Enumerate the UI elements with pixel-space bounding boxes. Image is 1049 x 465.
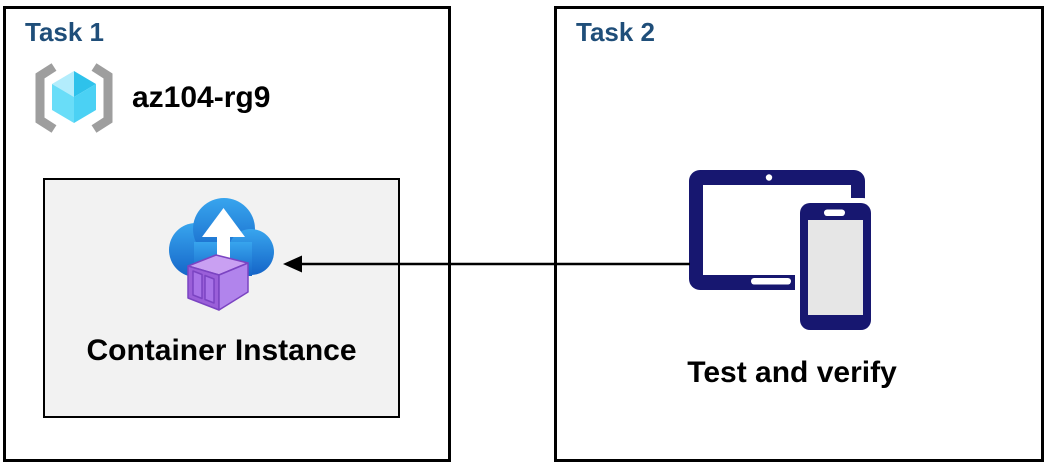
arrowhead-left-icon xyxy=(283,255,302,273)
task1-title: Task 1 xyxy=(25,17,105,47)
connector-arrow xyxy=(283,255,690,273)
devices-icon xyxy=(689,170,876,335)
container-instance-icon xyxy=(168,198,274,311)
task1-box: Task 1 az104-rg9 xyxy=(3,6,451,462)
device-label: Test and verify xyxy=(687,356,897,389)
task2-title: Task 2 xyxy=(576,17,656,47)
resource-group-icon xyxy=(35,63,113,133)
container-instance-box: Container Instance xyxy=(43,178,400,418)
resource-group-name: az104-rg9 xyxy=(132,81,271,114)
task2-box: Task 2 Test and verify xyxy=(554,6,1044,462)
resource-group-row: az104-rg9 xyxy=(28,59,270,137)
container-instance-label: Container Instance xyxy=(86,334,357,367)
